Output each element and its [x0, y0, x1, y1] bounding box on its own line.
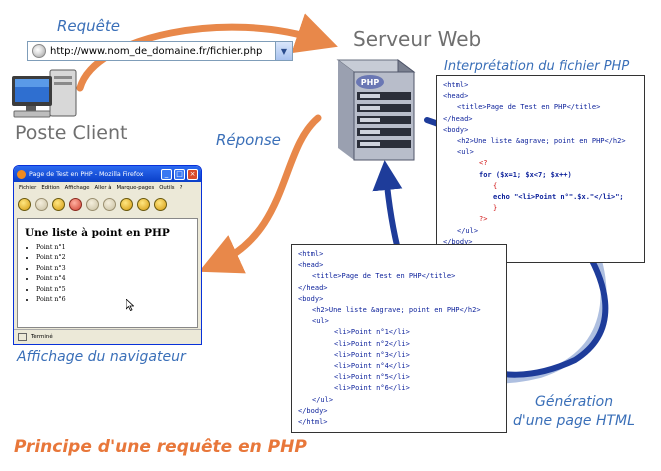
close-button[interactable]: ×	[187, 169, 198, 180]
code-line: </html>	[298, 417, 500, 428]
code-line: <?	[443, 158, 638, 169]
list-item: Point n°5	[36, 285, 66, 295]
request-label: Requête	[57, 17, 120, 35]
list-item: Point n°2	[36, 253, 66, 263]
code-line: </head>	[298, 283, 500, 294]
minimize-button[interactable]: _	[161, 169, 172, 180]
window-title: Page de Test en PHP - Mozilla Firefox	[29, 171, 159, 178]
code-line: <li>Point n°3</li>	[298, 350, 500, 361]
code-line: <li>Point n°1</li>	[298, 327, 500, 338]
point-list: Point n°1 Point n°2 Point n°3 Point n°4 …	[24, 243, 66, 305]
search-icon	[32, 44, 46, 58]
interpretation-label: Interprétation du fichier PHP	[444, 59, 629, 74]
browser-toolbar	[14, 194, 201, 214]
browser-page: Une liste à point en PHP Point n°1 Point…	[17, 218, 198, 328]
menu-edition[interactable]: Edition	[41, 185, 59, 191]
code-line: <body>	[443, 125, 638, 136]
code-line: <html>	[298, 249, 500, 260]
html-code-box: <html> <head> <title>Page de Test en PHP…	[291, 244, 507, 433]
php-logo-text: PHP	[361, 78, 380, 87]
status-icon	[18, 333, 27, 341]
bookmark-button-icon[interactable]	[103, 198, 116, 211]
history-button-icon[interactable]	[137, 198, 150, 211]
code-line: <head>	[443, 91, 638, 102]
home-button-icon[interactable]	[86, 198, 99, 211]
menu-aide[interactable]: ?	[180, 185, 183, 191]
generation-label-1: Génération	[535, 394, 613, 410]
code-line: </body>	[298, 406, 500, 417]
list-item: Point n°6	[36, 295, 66, 305]
code-line: <ul>	[443, 147, 638, 158]
code-line: {	[443, 181, 638, 192]
list-item: Point n°3	[36, 264, 66, 274]
back-button-icon[interactable]	[18, 198, 31, 211]
code-line: <ul>	[298, 316, 500, 327]
mail-button-icon[interactable]	[154, 198, 167, 211]
browser-menubar: Fichier Edition Affichage Aller à Marque…	[14, 182, 201, 194]
code-line: <title>Page de Test en PHP</title>	[298, 271, 500, 282]
client-label: Poste Client	[15, 122, 128, 144]
php-code-box: <html> <head> <title>Page de Test en PHP…	[436, 75, 645, 263]
browser-window: Page de Test en PHP - Mozilla Firefox _ …	[13, 165, 202, 345]
generation-label-2: d'une page HTML	[513, 413, 635, 429]
code-line: </head>	[443, 114, 638, 125]
stop-button-icon[interactable]	[69, 198, 82, 211]
url-text: http://www.nom_de_domaine.fr/fichier.php	[50, 46, 275, 57]
code-line: <h2>Une liste &agrave; point en PHP</h2>	[443, 136, 638, 147]
list-item: Point n°1	[36, 243, 66, 253]
chevron-down-icon[interactable]: ▼	[275, 42, 292, 60]
page-title: Principe d'une requête en PHP	[14, 437, 307, 457]
print-button-icon[interactable]	[120, 198, 133, 211]
response-label: Réponse	[216, 131, 281, 149]
page-heading: Une liste à point en PHP	[25, 227, 170, 239]
maximize-button[interactable]: □	[174, 169, 185, 180]
mouse-cursor-icon	[126, 299, 134, 311]
menu-aller[interactable]: Aller à	[95, 185, 112, 191]
code-line: }	[443, 203, 638, 214]
browser-titlebar: Page de Test en PHP - Mozilla Firefox _ …	[14, 166, 201, 182]
server-icon: PHP	[318, 56, 418, 166]
code-line: echo "<li>Point n°".$x."</li>";	[443, 192, 638, 203]
code-line: <html>	[443, 80, 638, 91]
list-item: Point n°4	[36, 274, 66, 284]
display-label: Affichage du navigateur	[17, 349, 186, 365]
status-text: Terminé	[31, 334, 53, 340]
url-bar[interactable]: http://www.nom_de_domaine.fr/fichier.php…	[27, 41, 293, 61]
code-line: <li>Point n°4</li>	[298, 361, 500, 372]
code-line: <title>Page de Test en PHP</title>	[443, 102, 638, 113]
menu-outils[interactable]: Outils	[159, 185, 174, 191]
reload-button-icon[interactable]	[52, 198, 65, 211]
server-label: Serveur Web	[353, 27, 481, 51]
menu-marque-pages[interactable]: Marque-pages	[116, 185, 154, 191]
code-line: <body>	[298, 294, 500, 305]
firefox-icon	[17, 170, 26, 179]
menu-fichier[interactable]: Fichier	[19, 185, 36, 191]
code-line: </ul>	[298, 395, 500, 406]
forward-button-icon[interactable]	[35, 198, 48, 211]
code-line: <li>Point n°6</li>	[298, 383, 500, 394]
code-line: <h2>Une liste &agrave; point en PHP</h2>	[298, 305, 500, 316]
code-line: for ($x=1; $x<7; $x++)	[443, 170, 638, 181]
code-line: <li>Point n°5</li>	[298, 372, 500, 383]
code-line: <li>Point n°2</li>	[298, 339, 500, 350]
code-line: ?>	[443, 214, 638, 225]
code-line: </ul>	[443, 226, 638, 237]
browser-statusbar: Terminé	[14, 329, 201, 344]
menu-affichage[interactable]: Affichage	[65, 185, 90, 191]
client-computer-icon	[10, 68, 82, 120]
code-line: <head>	[298, 260, 500, 271]
